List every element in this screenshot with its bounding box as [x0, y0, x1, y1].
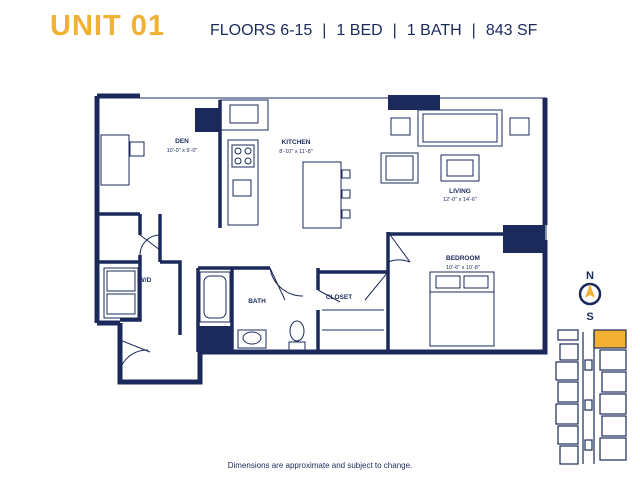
compass-north: N [586, 270, 594, 282]
unit-title: UNIT 01 [50, 10, 165, 42]
kitchen-label: KITCHEN [282, 139, 311, 146]
bath-label: BATH [248, 298, 266, 305]
header: UNIT 01 FLOORS 6-15 | 1 BED | 1 BATH | 843 SF [0, 0, 640, 60]
closet-label: CLOSET [326, 294, 352, 301]
area-spec: 843 SF [485, 22, 538, 39]
den-label: DEN [175, 138, 189, 145]
bed [429, 271, 495, 347]
unit-specs: FLOORS 6-15 | 1 BED | 1 BATH | 843 SF [210, 22, 537, 40]
closet-shelves [322, 309, 384, 331]
exterior-walls [94, 93, 548, 385]
bedroom-dim: 10'-6" x 10'-8" [446, 265, 480, 271]
interior-walls [97, 100, 510, 352]
separator: | [322, 22, 327, 39]
wd-label: W/D [139, 277, 152, 284]
den-dim: 10'-0" x 9'-0" [167, 148, 198, 154]
compass-needle-icon [585, 284, 595, 298]
columns [195, 95, 545, 352]
doors [119, 231, 411, 371]
key-plan [555, 329, 627, 465]
living-furniture [380, 109, 530, 184]
compass: N S [578, 270, 602, 323]
unit-highlight [593, 329, 627, 349]
separator: | [471, 22, 476, 39]
washer-dryer [103, 267, 139, 319]
kitchen-fixtures [219, 99, 351, 229]
bedroom-label: BEDROOM [446, 255, 480, 262]
living-label: LIVING [449, 188, 471, 195]
beds-spec: 1 BED [336, 22, 383, 39]
disclaimer: Dimensions are approximate and subject t… [227, 461, 413, 470]
den-furniture [100, 134, 145, 186]
compass-south: S [586, 311, 593, 323]
living-dim: 12'-0" x 14'-6" [443, 197, 477, 203]
bath-fixtures [199, 271, 306, 351]
baths-spec: 1 BATH [406, 22, 462, 39]
kitchen-dim: 8'-10" x 11'-8" [279, 149, 312, 155]
floors-spec: FLOORS 6-15 [210, 22, 313, 39]
separator: | [392, 22, 397, 39]
